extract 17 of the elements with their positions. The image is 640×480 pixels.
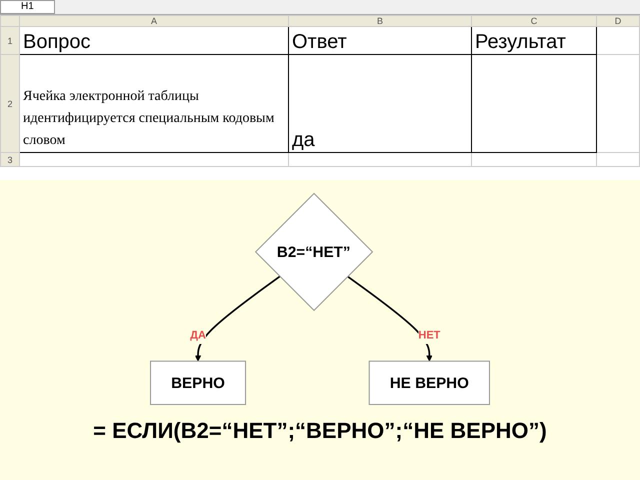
column-header: D <box>596 16 640 26</box>
process-box: ВЕРНО <box>150 360 246 406</box>
column-header: A <box>20 16 288 26</box>
table-cell: Ячейка электронной таблицы идентифицируется специальным кодовым словом <box>20 54 288 152</box>
decision-diamond: B2=“НЕТ” <box>254 192 374 312</box>
table-cell: да <box>288 54 472 152</box>
formula-text: = ЕСЛИ(B2=“НЕТ”;“ВЕРНО”;“НЕ ВЕРНО”) <box>93 418 547 443</box>
table-cell: Вопрос <box>20 26 288 54</box>
process-box: НЕ ВЕРНО <box>368 360 490 406</box>
name-box: H1 <box>0 0 55 14</box>
row-header: 1 <box>0 26 20 54</box>
table-cell: Результат <box>472 26 596 54</box>
row-header: 3 <box>0 152 20 166</box>
column-header: C <box>472 16 596 26</box>
row-header: 2 <box>0 54 20 152</box>
column-header: B <box>288 16 472 26</box>
table-cell: Ответ <box>288 26 472 54</box>
